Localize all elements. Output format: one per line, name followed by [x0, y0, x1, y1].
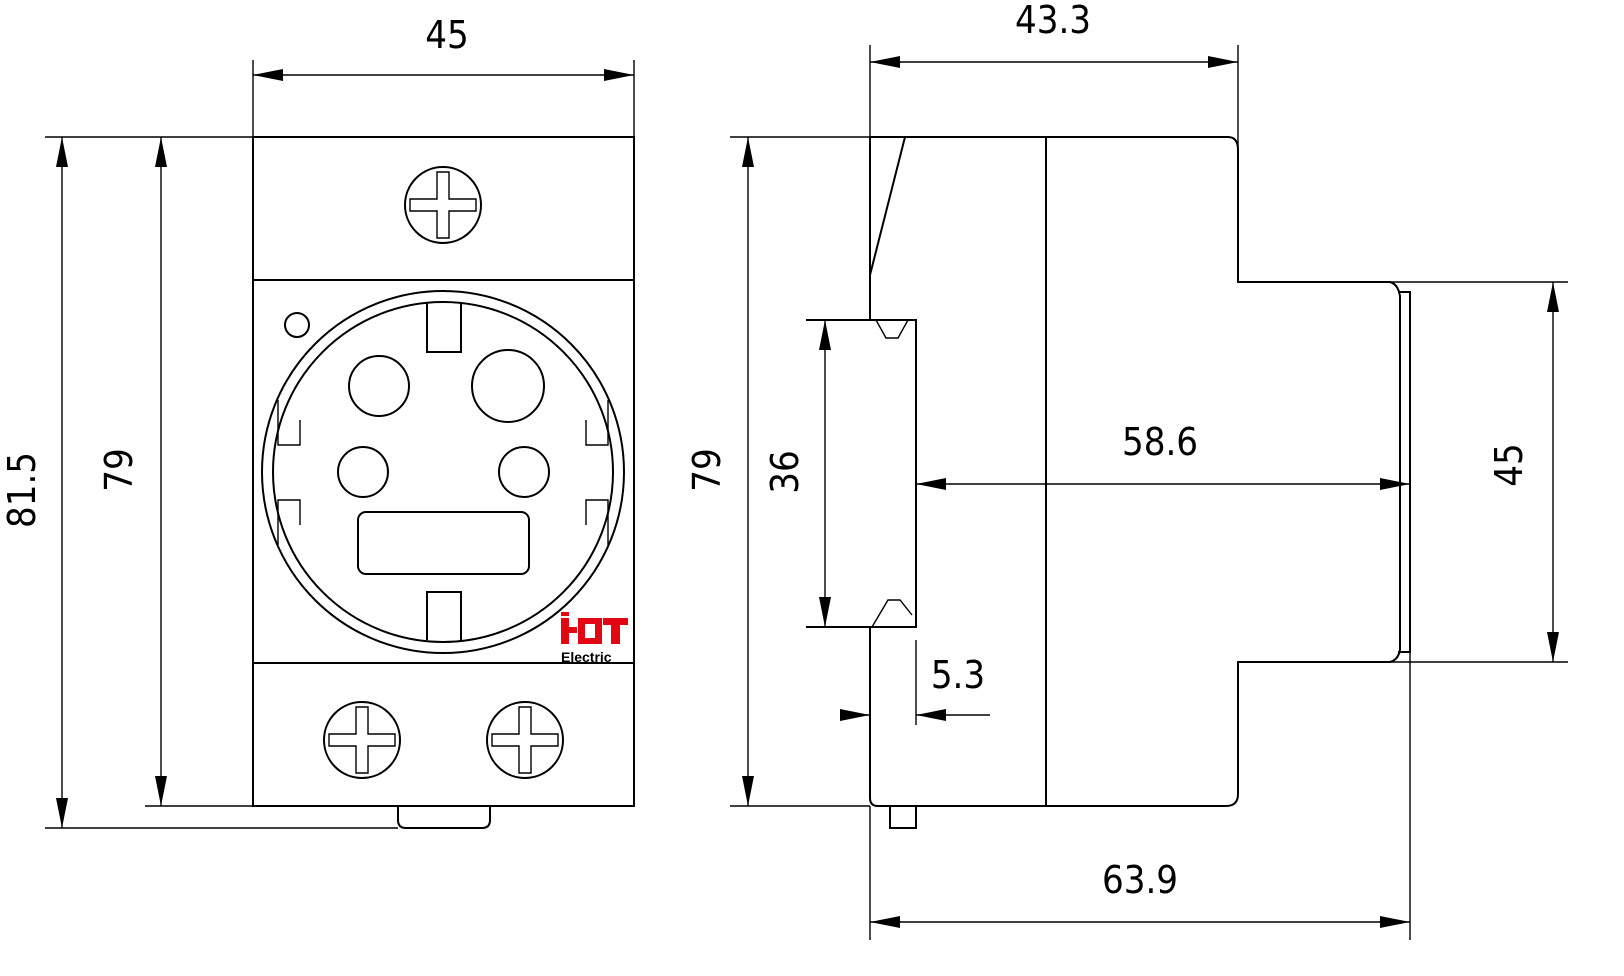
din-rail — [806, 319, 917, 628]
dim-rail-height: 36 — [763, 450, 807, 494]
dim-top-depth: 43.3 — [1015, 0, 1091, 42]
dim-rail-thickness: 5.3 — [931, 653, 985, 697]
dim-front-width: 45 — [425, 13, 469, 57]
dim-overall-depth: 63.9 — [1102, 858, 1178, 902]
screw-icon — [404, 166, 482, 244]
dim-front-body-height: 79 — [97, 448, 141, 492]
screw-icon — [486, 701, 564, 779]
din-clip — [397, 806, 491, 829]
socket-outlet — [261, 290, 625, 654]
dim-side-body-height: 79 — [685, 448, 729, 492]
dim-mount-depth: 58.6 — [1122, 420, 1198, 464]
dim-front-total-height: 81.5 — [0, 452, 44, 528]
front-body-outline — [252, 136, 635, 807]
side-view: 43.3 79 36 58.6 45 63.9 5.3 — [685, 0, 1568, 940]
clip-tab — [889, 805, 917, 829]
front-face — [1398, 291, 1411, 653]
side-body-outline — [869, 136, 1401, 807]
dim-front-height: 45 — [1487, 443, 1531, 487]
screw-icon — [323, 701, 401, 779]
hot-electric-logo: Electric — [561, 612, 628, 665]
svg-text:Electric: Electric — [561, 649, 612, 665]
front-view: Electric 45 81.5 79 — [0, 13, 635, 829]
